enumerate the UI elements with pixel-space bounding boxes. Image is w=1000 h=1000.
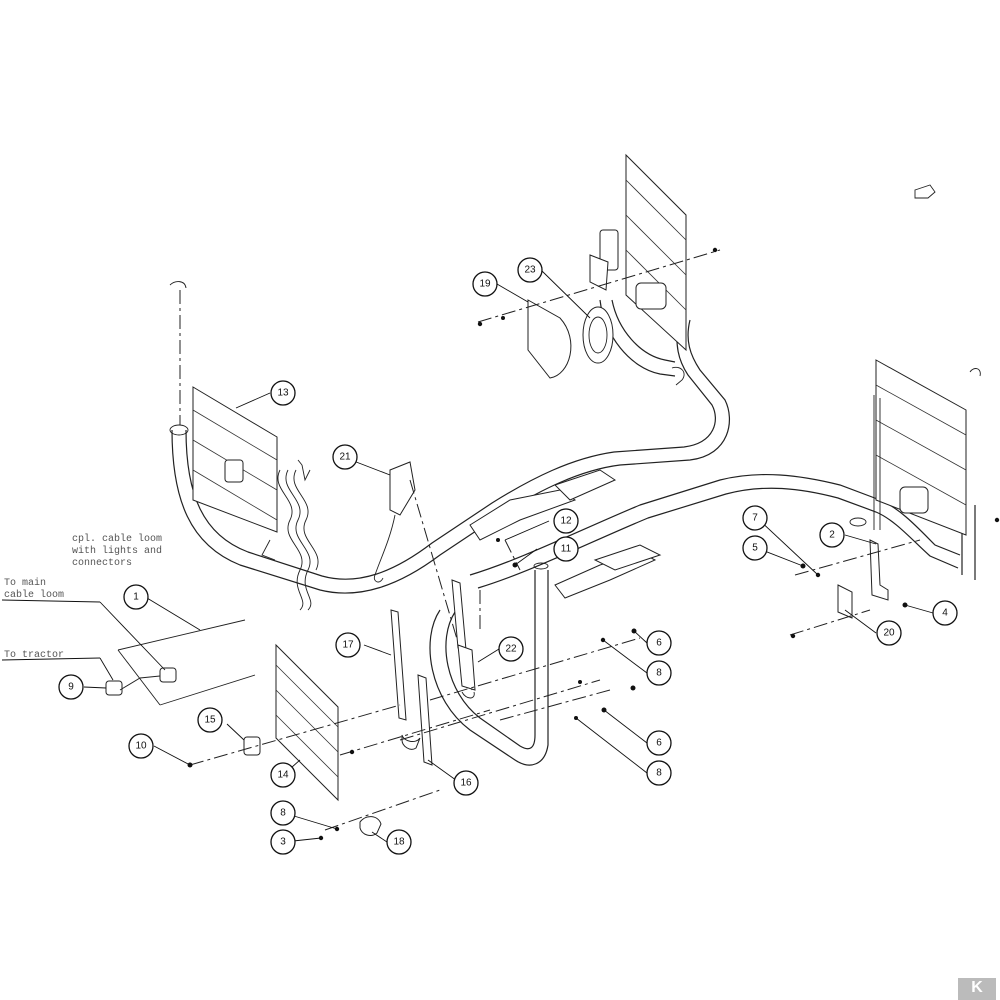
hook-bracket [373,461,416,583]
tractor-note: To tractor [4,650,64,661]
callout-16: 16 [453,770,479,796]
leader-lines [1,269,934,843]
callout-3: 3 [270,829,296,855]
callout-10-label: 10 [135,741,147,752]
callout-6a-label: 6 [656,638,662,649]
left-warning-plate [169,386,278,561]
right-clip-icon [969,368,981,377]
callout-6b: 6 [646,730,672,756]
plug-connectors [105,667,177,696]
view-direction-icon [914,184,936,199]
note-line-1: cpl. cable loom [72,533,162,545]
callout-23: 23 [517,257,543,283]
callout-14: 14 [270,762,296,788]
callout-8c: 8 [270,800,296,826]
callout-10: 10 [128,733,154,759]
callout-2-label: 2 [829,530,835,541]
callout-1: 1 [123,584,149,610]
vertical-bar-bracket [390,609,407,721]
right-mount-bracket [837,539,889,619]
main-loom-line-1: To main [4,577,46,589]
callout-2: 2 [819,522,845,548]
callout-17-label: 17 [342,640,354,651]
brand-logo: K [958,978,996,1000]
callout-17: 17 [335,632,361,658]
callout-13: 13 [270,380,296,406]
callout-9-label: 9 [68,682,74,693]
callout-23-label: 23 [524,265,536,276]
callout-20-label: 20 [883,628,895,639]
cable-loom-note: cpl. cable loom with lights and connecto… [72,533,162,569]
callout-19-label: 19 [479,279,491,290]
callout-4-label: 4 [942,608,948,619]
callout-5-label: 5 [752,543,758,554]
hatched-plate-14 [275,643,339,802]
callout-9: 9 [58,674,84,700]
angle-bracket [401,674,433,766]
callout-12: 12 [553,508,579,534]
callout-7: 7 [742,505,768,531]
lamp-15 [243,736,261,756]
callout-5: 5 [742,535,768,561]
note-line-2: with lights and [72,545,162,557]
brand-logo-letter: K [971,979,983,996]
main-loom-note: To main cable loom [4,577,64,601]
tube-clamp-brackets [469,469,662,599]
cable-loom-outline [117,619,256,706]
callout-7-label: 7 [752,513,758,524]
callout-1-label: 1 [133,592,139,603]
callout-11-label: 11 [561,544,572,555]
callout-6a: 6 [646,630,672,656]
callout-13-label: 13 [277,388,289,399]
left-clip-icon [169,281,187,289]
callout-6b-label: 6 [656,738,662,749]
reflector-assembly [527,254,614,379]
coiled-cable [277,459,319,611]
callout-8c-label: 8 [280,808,286,819]
callout-8a-label: 8 [656,668,662,679]
callout-20: 20 [876,620,902,646]
reflector-axis-line [477,249,721,323]
callout-12-label: 12 [560,516,572,527]
callout-11: 11 [553,536,579,562]
main-loom-line-2: cable loom [4,589,64,601]
callout-21: 21 [332,444,358,470]
callout-15-label: 15 [204,715,216,726]
callout-8a: 8 [646,660,672,686]
assembly-axes [189,539,921,831]
callout-8b: 8 [646,760,672,786]
top-right-warning-plate [599,153,687,386]
callout-14-label: 14 [277,770,289,781]
callout-8b-label: 8 [656,768,662,779]
right-warning-plate [849,359,967,536]
clamp-18 [359,816,382,836]
note-line-3: connectors [72,558,132,569]
callout-18-label: 18 [393,837,405,848]
callout-3-label: 3 [280,837,286,848]
callout-15: 15 [197,707,223,733]
bracket-22 [451,579,476,699]
callout-19: 19 [472,271,498,297]
callout-22-label: 22 [505,644,517,655]
callout-22: 22 [498,636,524,662]
callout-16-label: 16 [460,778,472,789]
callout-4: 4 [932,600,958,626]
callout-21-label: 21 [339,452,351,463]
callout-18: 18 [386,829,412,855]
